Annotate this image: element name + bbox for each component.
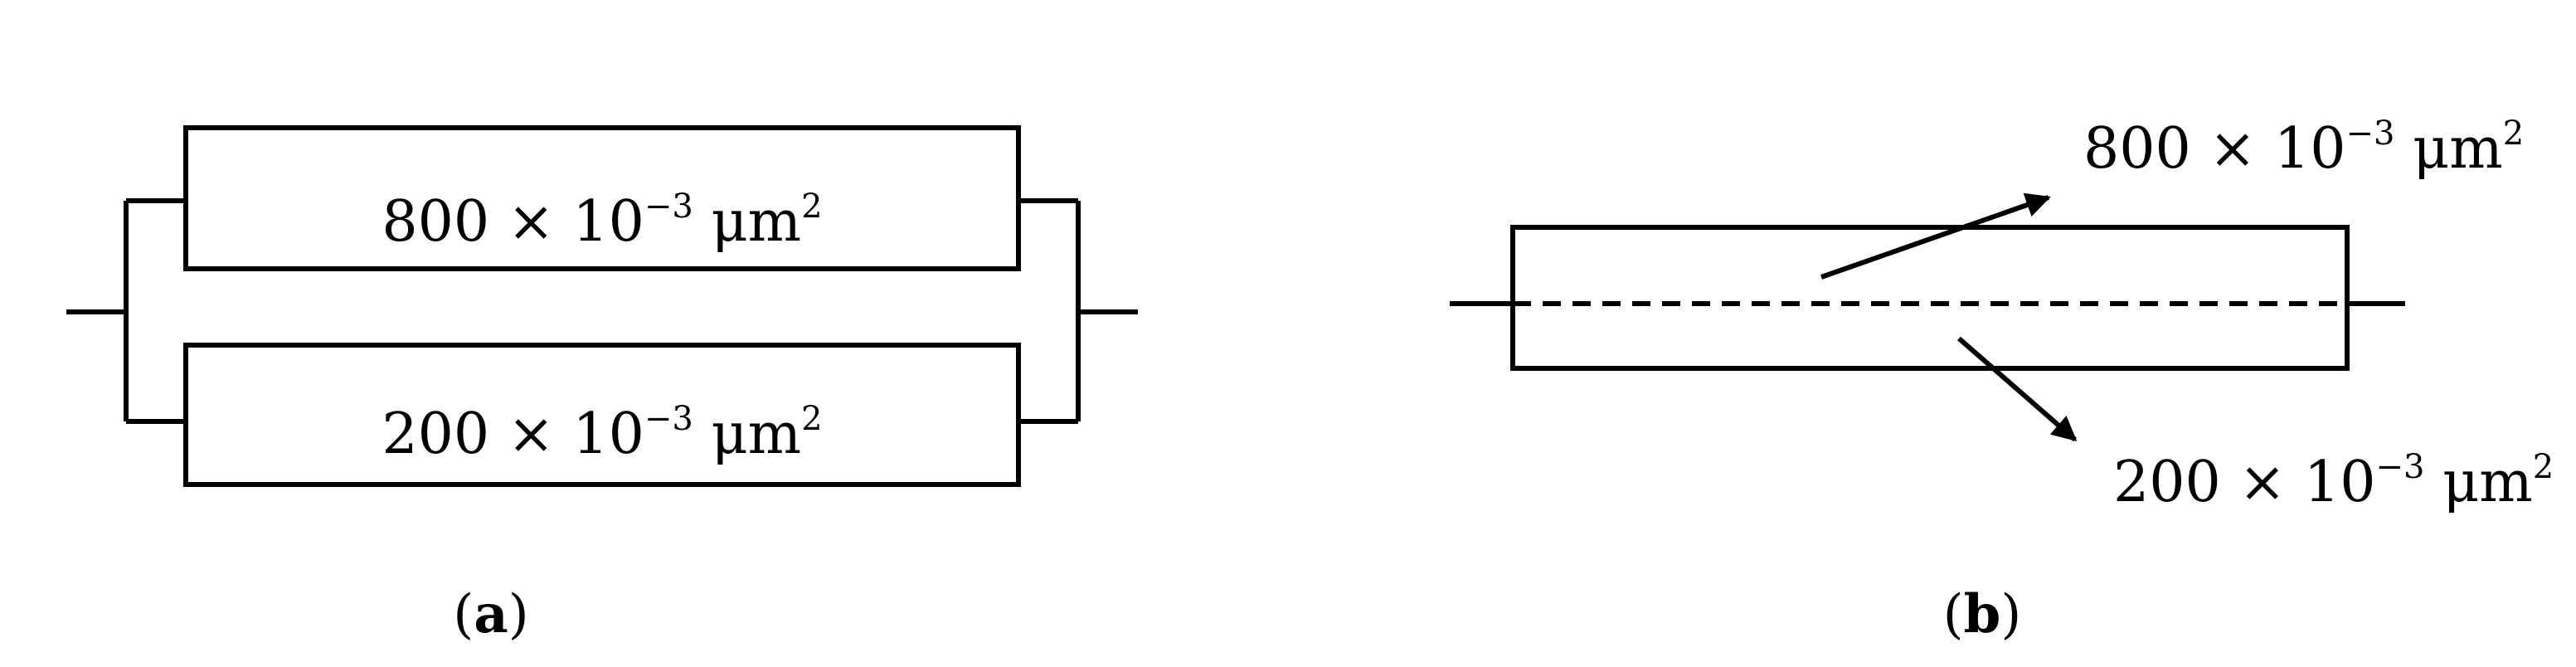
lower-arrow [1957,336,2078,442]
upper-region-area-label: 800 × 10−3 μm2 [2083,114,2524,182]
panel-a-caption: (a) [453,583,528,645]
upper-arrow [1820,192,2051,280]
panel-b [1450,192,2405,442]
combined-block [1510,225,2350,371]
panel-a [66,125,1138,487]
bottom-block-area-label: 200 × 10−3 μm2 [382,400,822,467]
bottom-block [183,343,1021,487]
lower-region-area-label: 200 × 10−3 μm2 [2113,448,2554,515]
top-block-area-label: 800 × 10−3 μm2 [382,187,822,255]
panel-b-caption: (b) [1943,583,2022,645]
